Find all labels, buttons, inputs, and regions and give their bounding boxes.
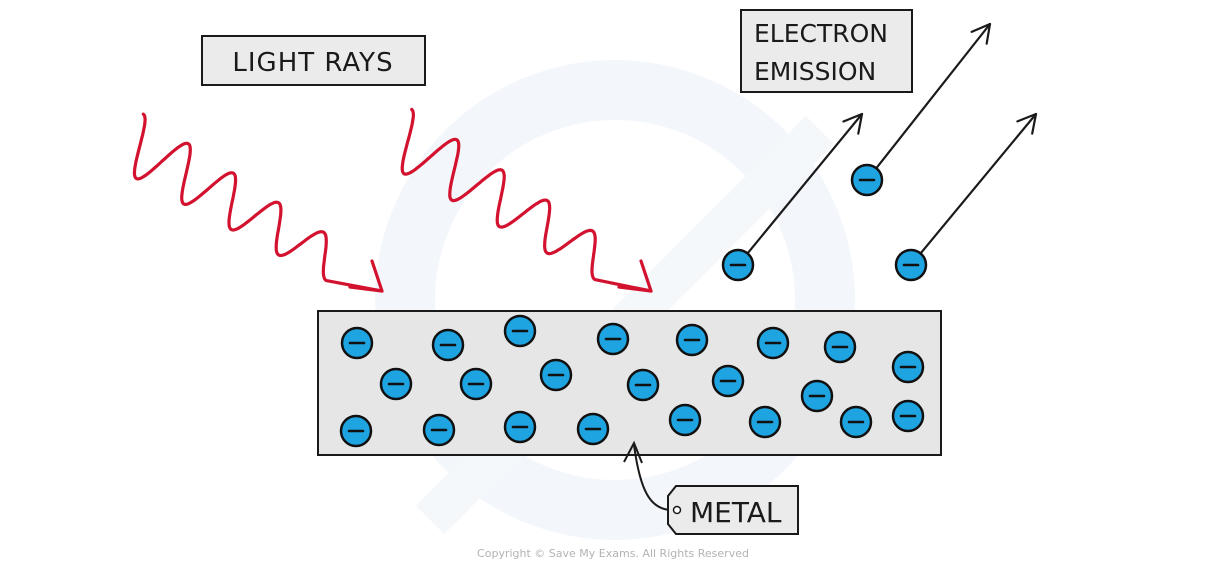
electron [431, 328, 465, 362]
electron [800, 379, 834, 413]
wave-path [400, 107, 653, 293]
electron [379, 367, 413, 401]
light-ray-2 [400, 107, 653, 293]
electron-emission-label: ELECTRON EMISSION [740, 9, 913, 93]
electron [748, 405, 782, 439]
electron [576, 412, 610, 446]
wave-path [132, 112, 384, 293]
light-rays [132, 107, 653, 293]
light-rays-label-box [201, 35, 426, 86]
light-ray-1 [132, 112, 384, 293]
arrowhead-icon [842, 112, 864, 135]
electron [626, 368, 660, 402]
emitted-electron-3 [894, 112, 1038, 282]
electron-emission-label-line1: ELECTRON [754, 19, 888, 48]
electron [711, 364, 745, 398]
electron-emission-label-line2: EMISSION [754, 57, 876, 86]
emitted-electrons [721, 22, 1038, 282]
metal-electrons [339, 314, 925, 448]
electron [503, 314, 537, 348]
electron [850, 163, 884, 197]
electron [721, 248, 755, 282]
electron [339, 414, 373, 448]
arrowhead-icon [1016, 112, 1038, 135]
electron [891, 350, 925, 384]
emitted-electron-1 [721, 112, 864, 282]
metal-label-text: METAL [690, 496, 782, 529]
electron [756, 326, 790, 360]
electron [422, 413, 456, 447]
electron-emission-label-box [740, 9, 913, 93]
arrowhead-icon [970, 22, 992, 45]
electron [839, 405, 873, 439]
electron [891, 399, 925, 433]
electron [596, 322, 630, 356]
emission-arrow-line [918, 112, 1038, 256]
copyright-notice: Copyright © Save My Exams. All Rights Re… [477, 547, 749, 560]
electron [668, 403, 702, 437]
tag-hole-icon [672, 505, 682, 515]
light-rays-label-text: LIGHT RAYS [232, 48, 393, 78]
electron [894, 248, 928, 282]
emission-arrow-line [745, 112, 864, 256]
metal-label-tag [667, 485, 799, 535]
electron [675, 323, 709, 357]
light-rays-label: LIGHT RAYS [201, 35, 426, 86]
metal-label: METAL [667, 485, 799, 535]
electron [503, 410, 537, 444]
emitted-electron-2 [850, 22, 992, 197]
wave-arrowhead-icon [348, 259, 384, 293]
electron [459, 367, 493, 401]
electron [340, 326, 374, 360]
electron [823, 330, 857, 364]
emission-arrow-line [874, 22, 992, 171]
metal-pointer-arrow [623, 440, 673, 511]
electron [539, 358, 573, 392]
wave-arrowhead-icon [617, 259, 653, 293]
